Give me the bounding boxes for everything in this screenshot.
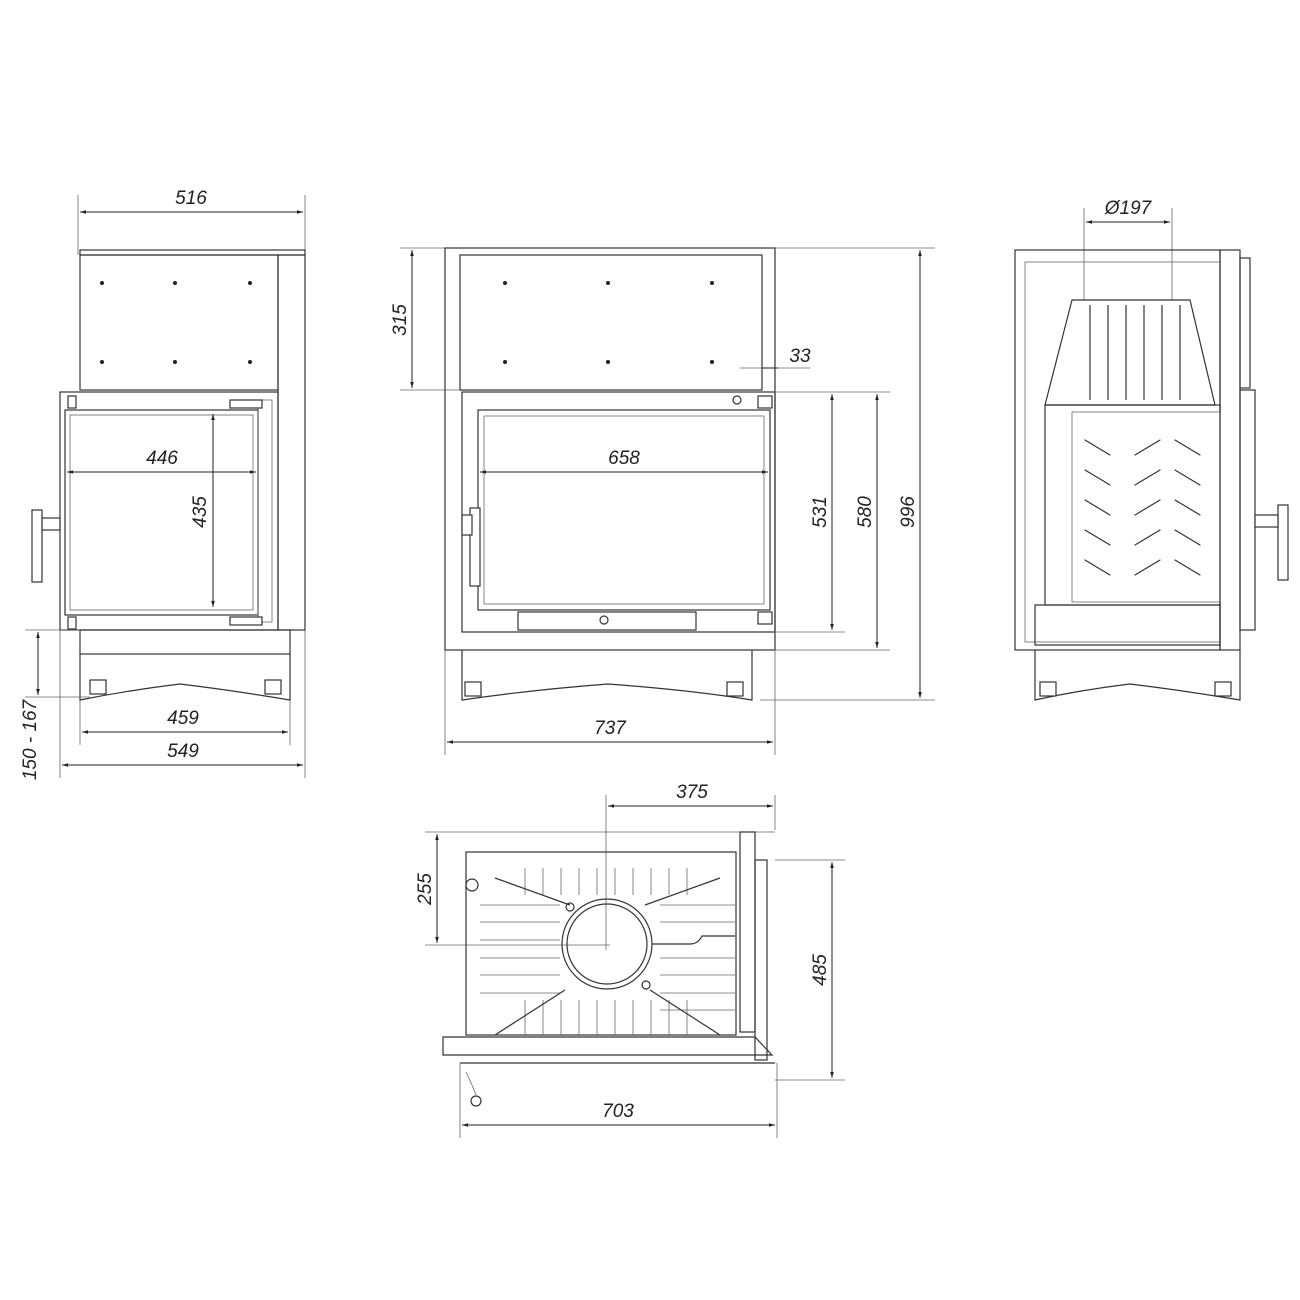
handle-icon <box>1254 504 1289 581</box>
top-view: 375 255 485 703 <box>415 782 845 1138</box>
dim-width-top: 516 <box>175 188 207 209</box>
dim-top-panel-height: 315 <box>390 304 411 336</box>
dim-total-width: 737 <box>594 718 627 739</box>
dim-flue-offset-x: 375 <box>676 782 708 803</box>
dim-total-height: 996 <box>898 496 919 528</box>
dim-leg-height: 150 - 167 <box>20 698 41 780</box>
dim-glass-height: 435 <box>190 496 211 528</box>
dim-glass-width: 446 <box>146 448 178 469</box>
handle-icon <box>31 509 61 583</box>
dim-door-height: 531 <box>810 496 831 528</box>
dim-flue-offset-y: 255 <box>415 873 436 906</box>
right-side-view: Ø197 <box>1014 198 1289 701</box>
handle-icon <box>461 507 481 587</box>
left-side-view: 516 446 435 150 - 167 459 549 <box>20 188 306 780</box>
dim-width: 703 <box>602 1101 634 1122</box>
front-view: 315 33 658 531 580 996 737 <box>390 247 935 755</box>
dim-base-width: 459 <box>167 708 199 729</box>
dim-offset: 33 <box>789 346 811 367</box>
dim-depth: 485 <box>810 954 831 986</box>
dim-flue-diameter: Ø197 <box>1104 198 1153 219</box>
dim-glass-width-front: 658 <box>608 448 640 469</box>
dim-frame-height: 580 <box>855 496 876 528</box>
dim-total-depth: 549 <box>167 741 199 762</box>
